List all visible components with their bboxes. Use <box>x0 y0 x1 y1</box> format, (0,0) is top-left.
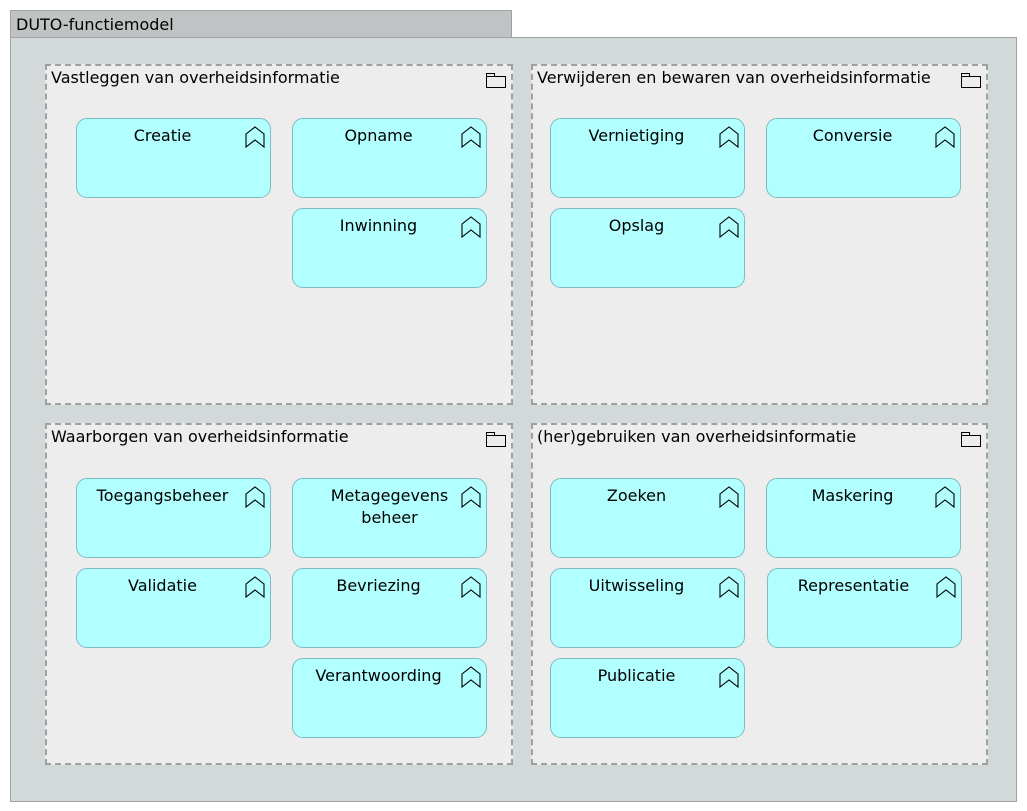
function-maskering[interactable]: Maskering <box>766 478 961 558</box>
function-opslag[interactable]: Opslag <box>550 208 745 288</box>
function-icon <box>719 216 739 238</box>
group-title: Waarborgen van overheidsinformatie <box>51 427 349 446</box>
folder-icon <box>961 73 981 88</box>
function-icon <box>936 576 956 598</box>
function-icon <box>461 126 481 148</box>
function-icon <box>461 216 481 238</box>
function-label: Toegangsbeheer <box>96 486 229 505</box>
model-tab[interactable]: DUTO-functiemodel <box>10 10 512 37</box>
group-title: Vastleggen van overheidsinformatie <box>51 68 340 87</box>
function-validatie[interactable]: Validatie <box>76 568 271 648</box>
function-icon <box>245 486 265 508</box>
function-icon <box>719 576 739 598</box>
function-label: Maskering <box>811 486 894 505</box>
function-label: Uitwisseling <box>588 576 685 595</box>
function-icon <box>935 486 955 508</box>
function-icon <box>245 576 265 598</box>
function-label: Conversie <box>812 126 893 145</box>
function-icon <box>245 126 265 148</box>
folder-icon <box>486 432 506 447</box>
function-icon <box>719 486 739 508</box>
model-title: DUTO-functiemodel <box>16 15 174 34</box>
function-toegangsbeheer[interactable]: Toegangsbeheer <box>76 478 271 558</box>
function-label: Inwinning <box>339 216 418 235</box>
folder-icon <box>961 432 981 447</box>
function-creatie[interactable]: Creatie <box>76 118 271 198</box>
function-label: Publicatie <box>597 666 676 685</box>
folder-icon <box>486 73 506 88</box>
function-label: Verantwoording <box>315 666 442 685</box>
function-label: Creatie <box>133 126 192 145</box>
group-title: Verwijderen en bewaren van overheidsinfo… <box>537 68 931 87</box>
function-metagegevens-beheer[interactable]: Metagegevens beheer <box>292 478 487 558</box>
function-icon <box>719 126 739 148</box>
function-label: Vernietiging <box>588 126 685 145</box>
function-label: Representatie <box>797 576 910 595</box>
function-label: Validatie <box>128 576 197 595</box>
function-label: Opslag <box>608 216 665 235</box>
function-vernietiging[interactable]: Vernietiging <box>550 118 745 198</box>
group-title: (her)gebruiken van overheidsinformatie <box>537 427 857 446</box>
function-icon <box>719 666 739 688</box>
function-conversie[interactable]: Conversie <box>766 118 961 198</box>
function-zoeken[interactable]: Zoeken <box>550 478 745 558</box>
function-icon <box>461 576 481 598</box>
function-inwinning[interactable]: Inwinning <box>292 208 487 288</box>
function-publicatie[interactable]: Publicatie <box>550 658 745 738</box>
function-label: Metagegevens beheer <box>330 486 449 527</box>
function-opname[interactable]: Opname <box>292 118 487 198</box>
function-icon <box>461 666 481 688</box>
function-label: Bevriezing <box>336 576 421 595</box>
function-representatie[interactable]: Representatie <box>767 568 962 648</box>
function-label: Zoeken <box>606 486 667 505</box>
function-verantwoording[interactable]: Verantwoording <box>292 658 487 738</box>
function-bevriezing[interactable]: Bevriezing <box>292 568 487 648</box>
function-icon <box>461 486 481 508</box>
function-icon <box>935 126 955 148</box>
function-uitwisseling[interactable]: Uitwisseling <box>550 568 745 648</box>
function-label: Opname <box>344 126 413 145</box>
